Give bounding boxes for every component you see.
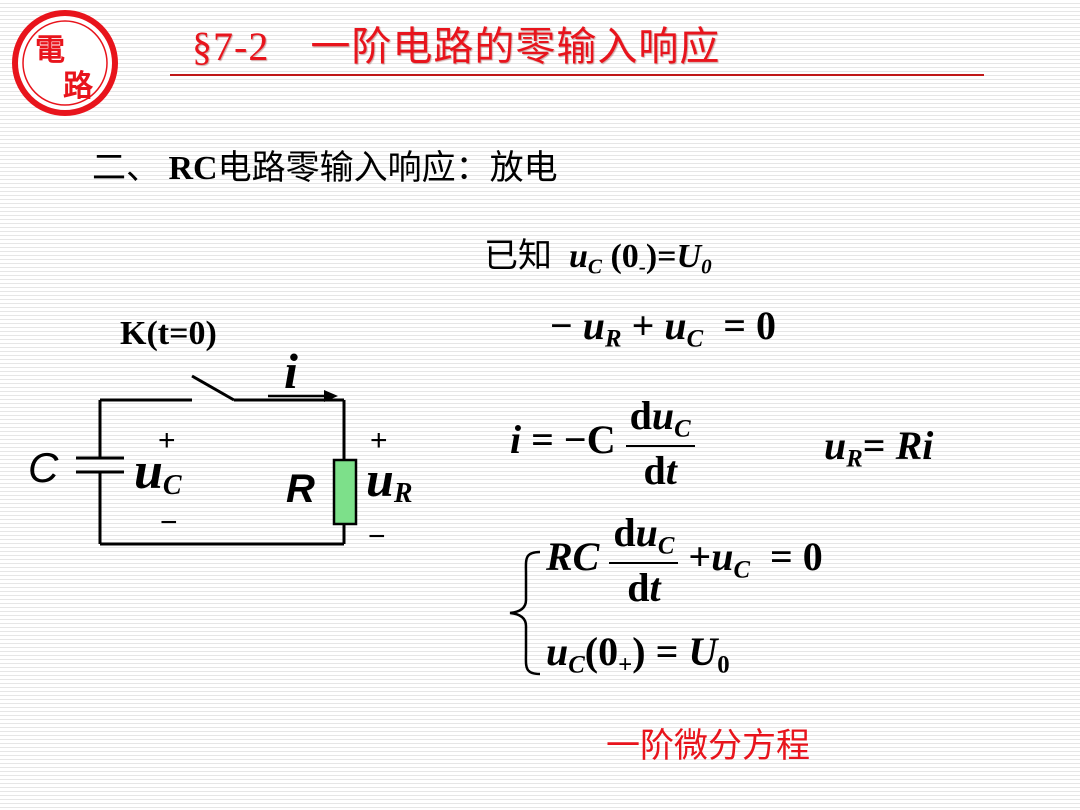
section-heading: 二、 RC电路零输入响应：放电: [92, 140, 558, 189]
section-bold: RC: [168, 150, 218, 187]
eq1-s1: R: [605, 325, 622, 353]
logo-inner-ring: [22, 20, 108, 106]
system-brace: [509, 550, 541, 676]
switch-label: K(t=0): [120, 315, 217, 352]
page-title: §7-2 一阶电路的零输入响应: [192, 24, 721, 69]
sys1-u: u: [711, 533, 734, 579]
sys1-denominator: dt: [609, 562, 679, 609]
sys2-U: U: [688, 629, 718, 674]
eq1-plus: +: [631, 303, 655, 348]
uc-label: uC: [134, 443, 182, 501]
rc-circuit-diagram: K(t=0) i C + uC − R + uR −: [28, 315, 413, 553]
eq3-u: u: [824, 423, 847, 468]
sys1-rc: RC: [546, 533, 600, 579]
given-rhs-var: U: [676, 238, 702, 275]
ur-label: uR: [366, 451, 413, 509]
resistor-label: R: [286, 467, 315, 511]
section-rest: 电路零输入响应：放电: [217, 150, 558, 187]
eq3-s: R: [846, 445, 863, 473]
eq3-rhs: Ri: [895, 423, 934, 468]
eq1-u1: u: [582, 303, 606, 348]
switch-blade: [191, 374, 235, 402]
sys1-fraction: duC dt: [609, 510, 679, 609]
given-lhs-var: u: [569, 238, 588, 275]
given-rhs: )=: [645, 238, 677, 275]
sys2-arg-sub: +: [618, 651, 633, 679]
sys1-eq: = 0: [770, 533, 823, 579]
given-arg-sub: -: [638, 254, 646, 279]
given-condition: 已知 uC (0-)=U0: [484, 228, 712, 279]
given-lhs-sub: C: [587, 254, 602, 279]
system-row-1: RC duC dt +uC = 0: [546, 512, 823, 609]
logo-ring: [12, 10, 118, 116]
sys2-u: u: [546, 629, 569, 674]
given-rhs-sub: 0: [701, 254, 712, 279]
caption-first-order-ode: 一阶微分方程: [606, 726, 810, 766]
eq1-eq: = 0: [723, 303, 776, 348]
given-arg: (0: [610, 238, 639, 275]
eq2-eq: = −C: [531, 416, 616, 462]
system-row-2: uC(0+) = U0: [546, 628, 730, 679]
eq2-lhs: i: [510, 416, 522, 462]
sys2-eq: =: [655, 629, 679, 674]
given-label: 已知: [484, 238, 552, 275]
current-arrow-head: [324, 390, 338, 402]
title-divider: [170, 74, 984, 76]
eq1-s2: C: [686, 325, 704, 353]
ur-plus: +: [370, 424, 388, 457]
sys2-arg: (0: [584, 629, 619, 674]
eq2-numerator: duC: [629, 393, 691, 443]
uc-minus: −: [160, 506, 178, 539]
sys1-plus: +: [688, 533, 712, 579]
kvl-equation: − uR + uC = 0: [550, 302, 776, 353]
ohm-equation: uR= Ri: [824, 422, 933, 473]
sys2-s: C: [568, 651, 585, 679]
eq1-minus: −: [550, 303, 573, 348]
ur-minus: −: [368, 520, 386, 553]
resistor-body: [332, 458, 358, 526]
section-prefix: 二、: [92, 150, 160, 187]
logo-glyph-bottom: 路: [63, 69, 94, 104]
sys1-numerator: duC: [613, 510, 675, 560]
uc-plus: +: [158, 424, 176, 457]
eq3-eq: =: [862, 423, 896, 468]
eq1-u2: u: [664, 303, 687, 348]
capacitor-label: C: [28, 444, 59, 491]
logo-seal: 電 路: [12, 10, 118, 116]
current-equation: i = −C duC dt: [510, 395, 695, 492]
eq2-fraction: duC dt: [625, 393, 695, 492]
sys2-U-sub: 0: [717, 651, 730, 679]
sys1-s: C: [733, 556, 750, 584]
sys2-close: ): [632, 629, 646, 674]
current-label: i: [284, 343, 298, 399]
eq2-denominator: dt: [625, 445, 695, 492]
logo-glyph-top: 電: [35, 33, 65, 68]
